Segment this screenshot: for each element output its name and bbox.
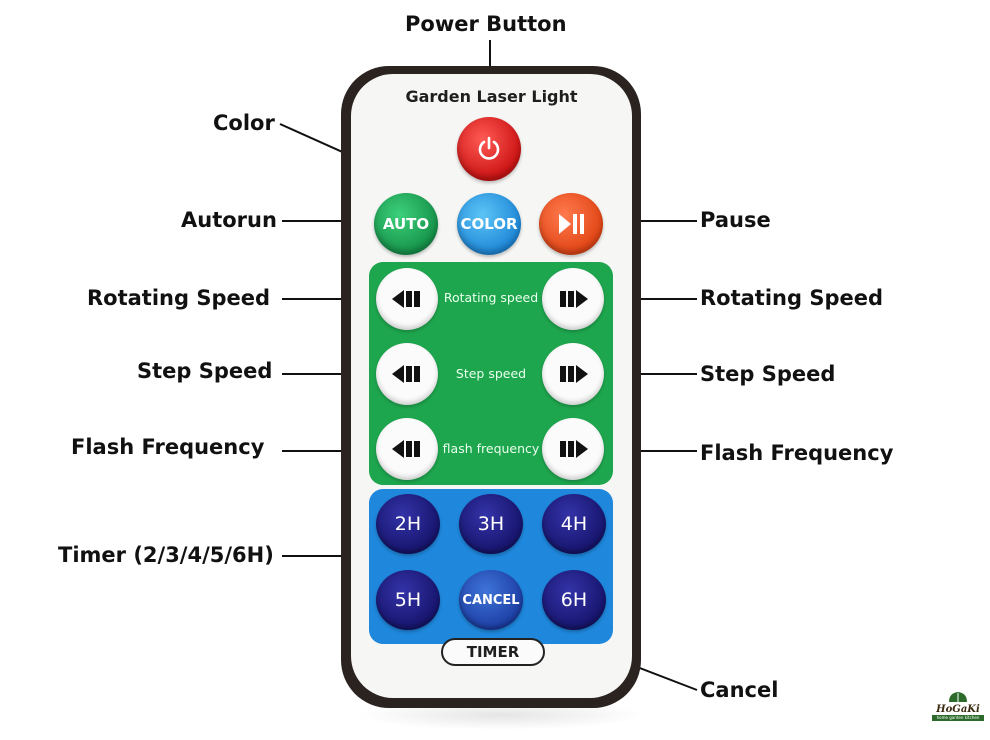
timer-2h-button[interactable]: 2H xyxy=(376,494,440,554)
play-pause-button[interactable] xyxy=(539,193,603,255)
flash-frequency-increase-button[interactable] xyxy=(542,418,604,480)
callout-step-speed-right: Step Speed xyxy=(700,362,836,386)
arrow-left-icon xyxy=(392,290,420,308)
arrow-right-icon xyxy=(560,290,588,308)
arrow-left-icon xyxy=(392,365,420,383)
callout-color: Color xyxy=(213,111,275,135)
step-speed-increase-button[interactable] xyxy=(542,343,604,405)
remote-brand-label: Garden Laser Light xyxy=(405,87,578,106)
timer-label: TIMER xyxy=(441,638,545,666)
logo-tagline: home garden kitchen xyxy=(932,715,984,721)
timer-6h-button[interactable]: 6H xyxy=(542,570,606,630)
callout-cancel: Cancel xyxy=(700,678,779,702)
timer-5h-button[interactable]: 5H xyxy=(376,570,440,630)
color-button[interactable]: COLOR xyxy=(457,193,521,255)
callout-power-button: Power Button xyxy=(405,12,567,36)
rotating-speed-decrease-button[interactable] xyxy=(376,268,438,330)
arrow-right-icon xyxy=(560,365,588,383)
timer-3h-button[interactable]: 3H xyxy=(459,494,523,554)
play-pause-icon xyxy=(559,214,584,234)
auto-button[interactable]: AUTO xyxy=(374,193,438,255)
callout-rotating-speed-left: Rotating Speed xyxy=(87,286,271,310)
arrow-left-icon xyxy=(392,440,420,458)
callout-autorun: Autorun xyxy=(181,208,277,232)
callout-timer: Timer (2/3/4/5/6H) xyxy=(58,543,274,567)
timer-4h-button[interactable]: 4H xyxy=(542,494,606,554)
logo-name: HoGaKi xyxy=(936,704,980,715)
power-button[interactable] xyxy=(457,117,521,181)
step-speed-label: Step speed xyxy=(455,366,527,381)
timer-cancel-button[interactable]: CANCEL xyxy=(459,570,523,630)
leaf-logo-icon xyxy=(949,692,967,702)
hogaki-logo: HoGaKi home garden kitchen xyxy=(932,690,984,728)
rotating-speed-label: Rotating speed xyxy=(443,290,539,305)
flash-frequency-decrease-button[interactable] xyxy=(376,418,438,480)
rotating-speed-increase-button[interactable] xyxy=(542,268,604,330)
step-speed-decrease-button[interactable] xyxy=(376,343,438,405)
callout-flash-frequency-left: Flash Frequency xyxy=(71,435,265,459)
flash-frequency-label: flash frequency xyxy=(442,441,540,456)
callout-flash-frequency-right: Flash Frequency xyxy=(700,441,894,465)
callout-pause: Pause xyxy=(700,208,771,232)
arrow-right-icon xyxy=(560,440,588,458)
callout-rotating-speed-right: Rotating Speed xyxy=(700,286,884,310)
callout-step-speed-left: Step Speed xyxy=(137,359,273,383)
power-icon xyxy=(478,136,500,160)
